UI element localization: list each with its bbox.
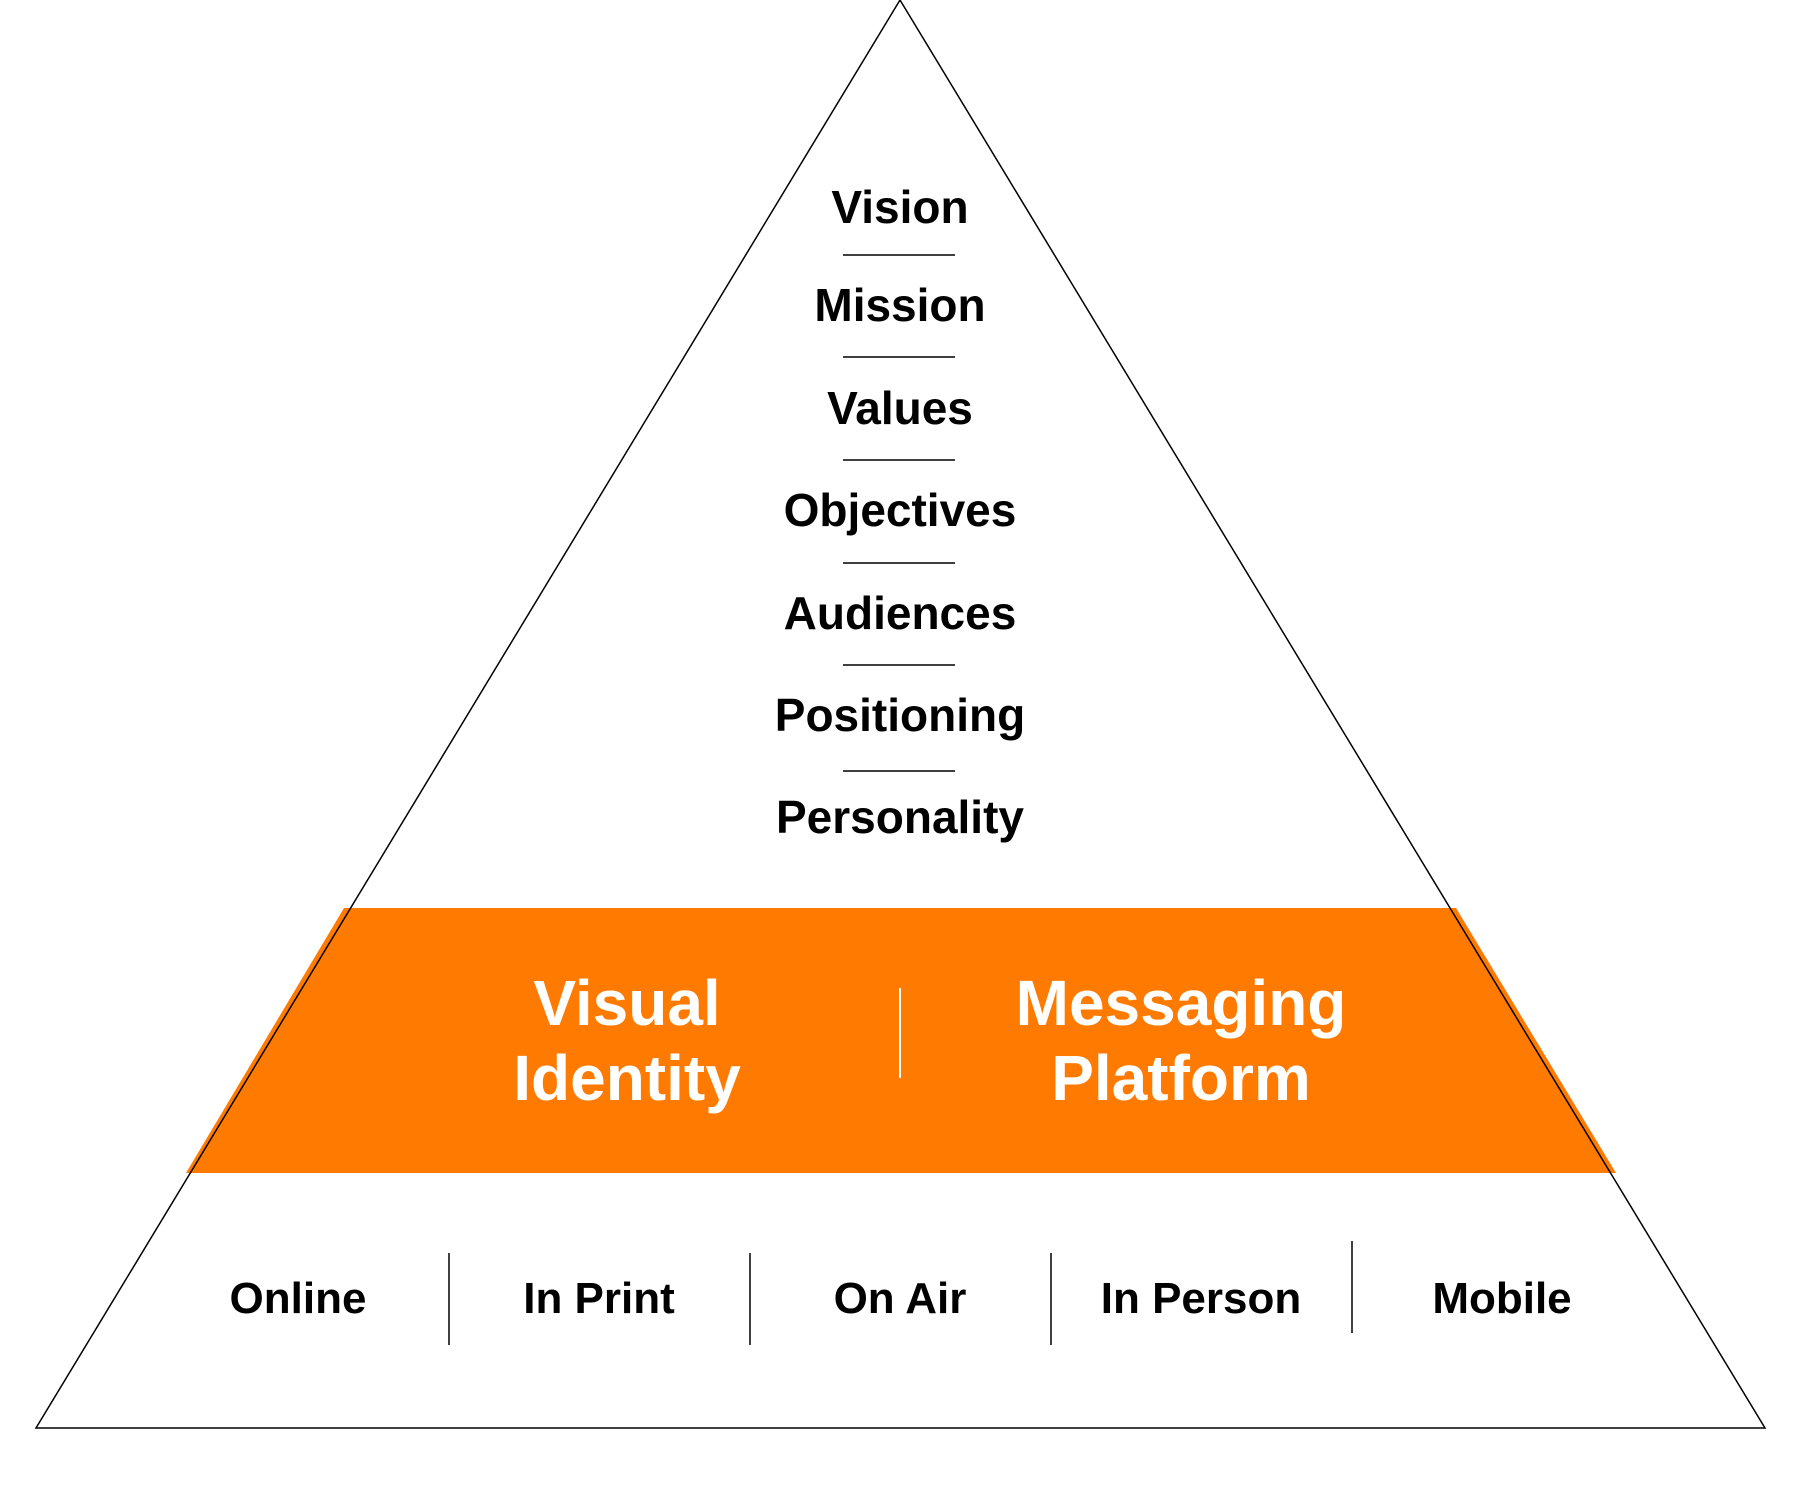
foundation-item-personality: Personality — [776, 791, 1024, 843]
foundation-item-audiences: Audiences — [784, 587, 1017, 639]
visual-identity-label: Identity — [513, 1042, 741, 1114]
foundation-item-positioning: Positioning — [775, 689, 1025, 741]
messaging-platform-label: Messaging — [1016, 967, 1347, 1039]
foundation-list: Vision Mission Values Objectives Audienc… — [775, 181, 1025, 843]
messaging-platform-label: Platform — [1051, 1042, 1311, 1114]
foundation-item-mission: Mission — [814, 279, 985, 331]
foundation-item-vision: Vision — [831, 181, 968, 233]
foundation-item-values: Values — [827, 382, 973, 434]
foundation-item-objectives: Objectives — [784, 484, 1017, 536]
band-labels: Visual Identity Messaging Platform — [513, 967, 1346, 1114]
channel-in-print: In Print — [523, 1274, 675, 1323]
channel-row: Online In Print On Air In Person Mobile — [230, 1241, 1572, 1345]
visual-identity-label: Visual — [533, 967, 720, 1039]
pyramid-outline — [34, 0, 1767, 1429]
channel-on-air: On Air — [834, 1274, 967, 1323]
channel-mobile: Mobile — [1432, 1274, 1571, 1323]
channel-in-person: In Person — [1101, 1274, 1302, 1323]
channel-online: Online — [230, 1274, 367, 1323]
